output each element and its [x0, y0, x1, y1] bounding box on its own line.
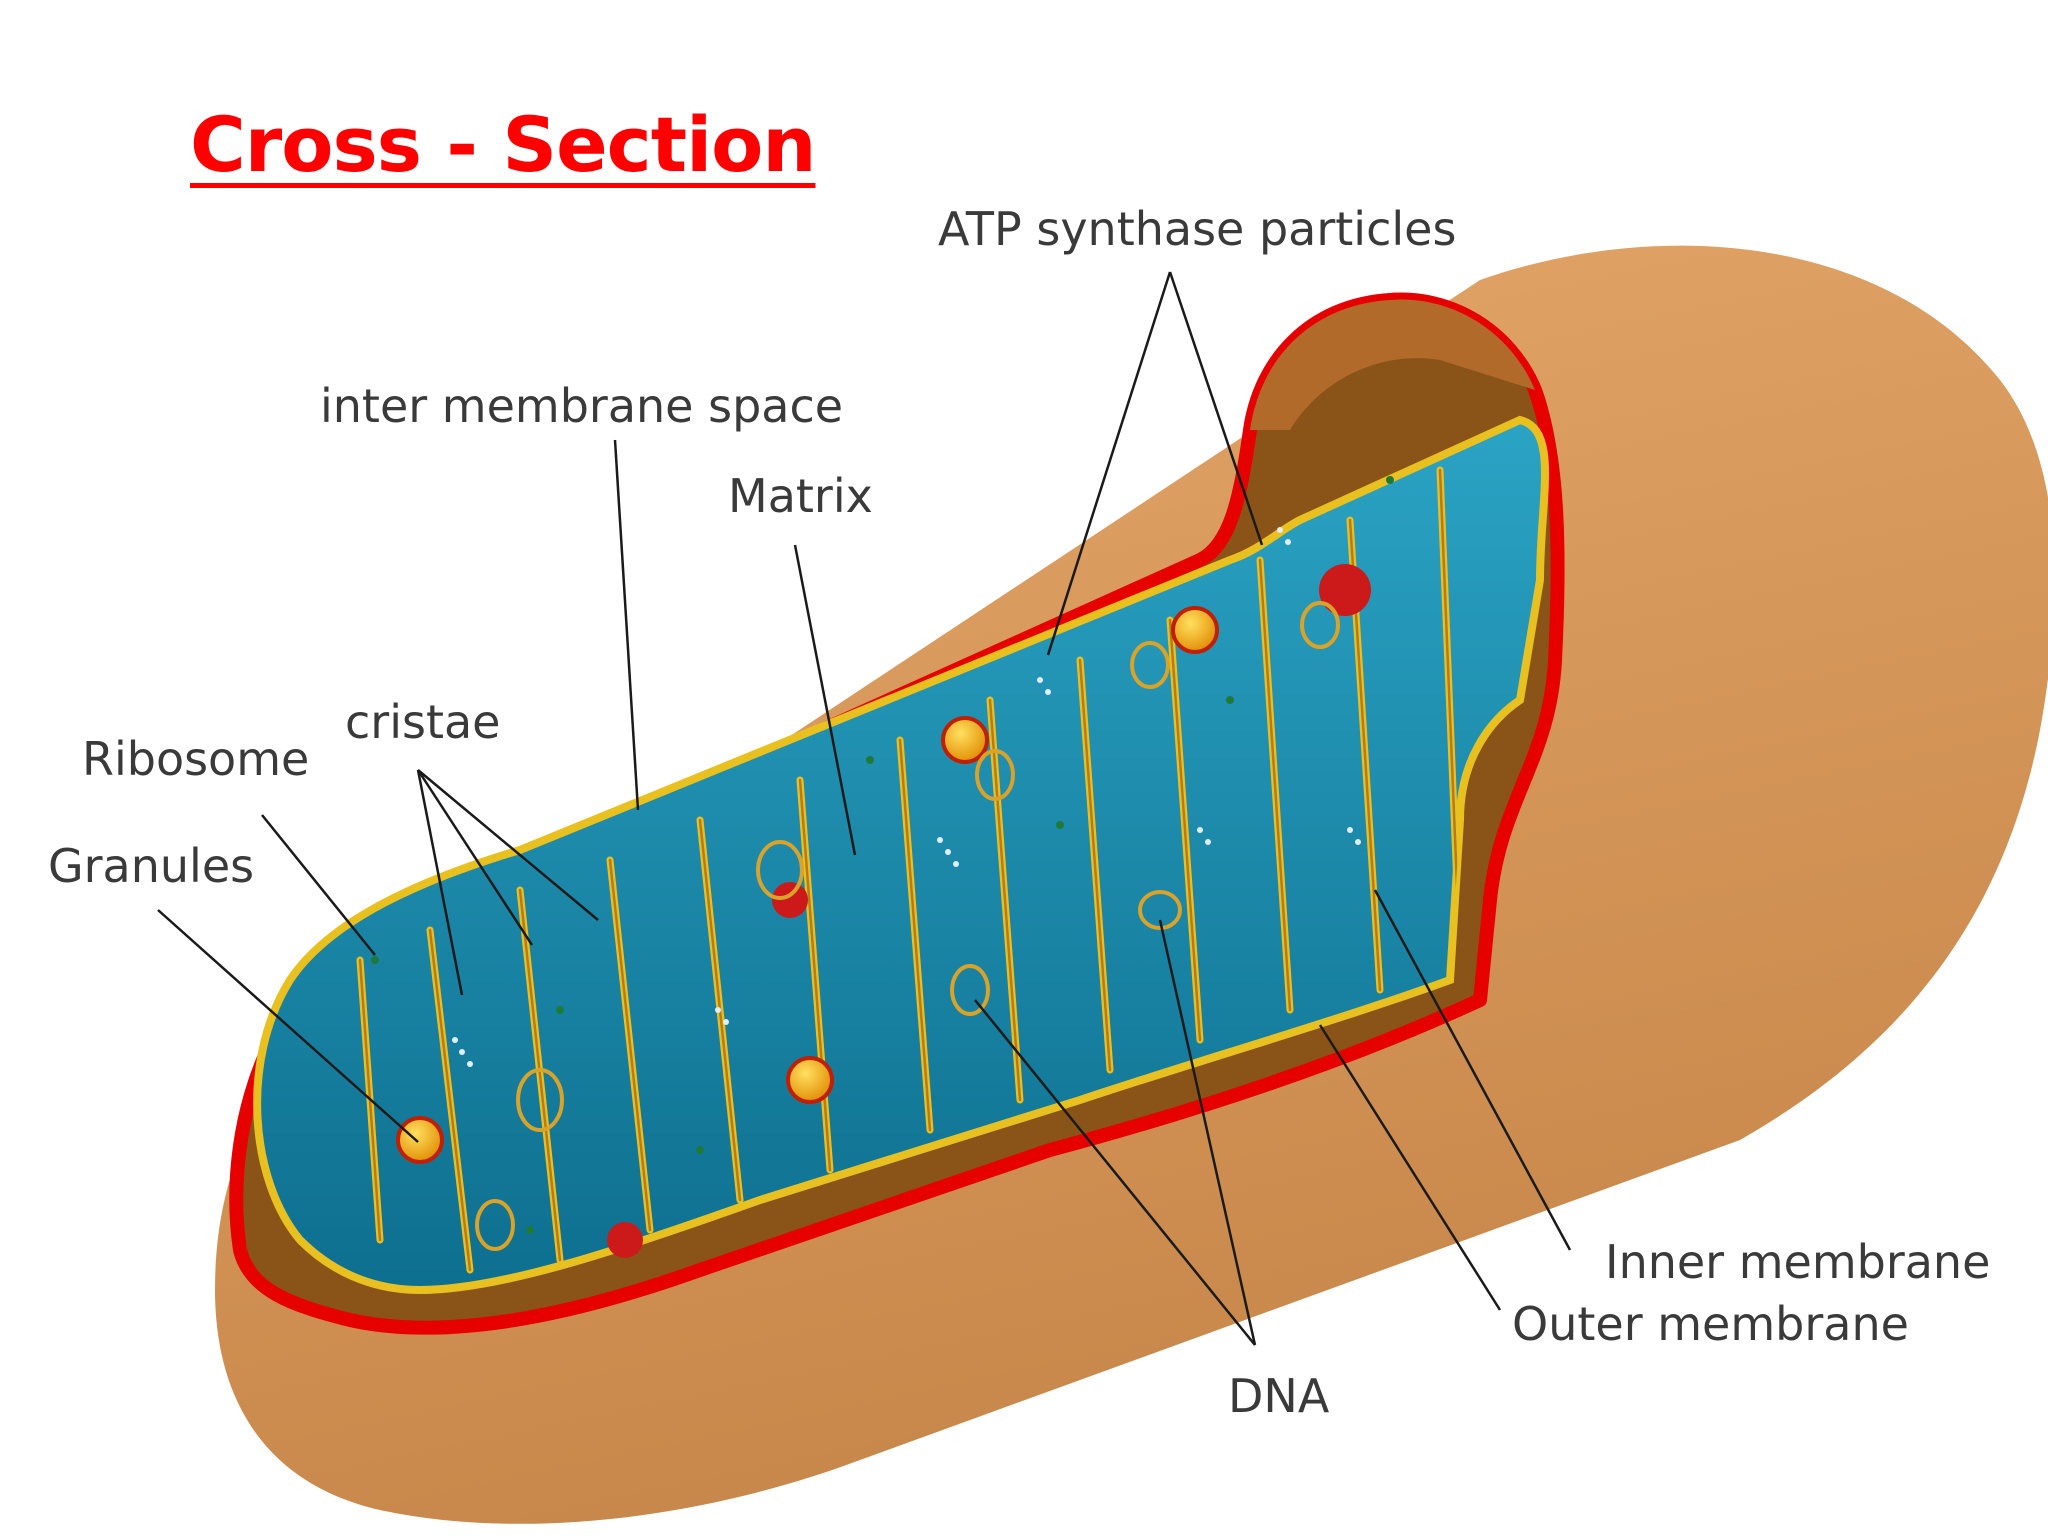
label-outer-membrane: Outer membrane	[1512, 1297, 1909, 1351]
leader-matrix	[793, 544, 857, 856]
leader-granules	[157, 909, 419, 1143]
dna-loops	[475, 601, 1340, 1251]
leader-cristae-3	[417, 769, 599, 921]
leader-intermembrane	[613, 439, 640, 811]
label-intermembrane-space: inter membrane space	[320, 379, 843, 433]
leader-inner-membrane	[1373, 889, 1572, 1251]
label-cristae: cristae	[345, 695, 500, 749]
leader-cristae-1	[416, 769, 464, 996]
labels: ATP synthase particles inter membrane sp…	[48, 202, 1990, 1423]
label-matrix: Matrix	[728, 469, 873, 523]
label-atp-synthase: ATP synthase particles	[938, 202, 1456, 256]
leader-outer-membrane	[1318, 1024, 1502, 1311]
leader-atp-1	[1046, 271, 1172, 656]
label-dna: DNA	[1228, 1369, 1330, 1423]
leader-lines	[157, 271, 1572, 1346]
atp-synthase-dots	[452, 527, 1361, 1067]
leader-dna-2	[1158, 919, 1257, 1346]
granules	[396, 564, 1371, 1258]
leader-ribosome	[261, 814, 376, 956]
matrix-region	[253, 415, 1549, 1295]
slide-title: Cross - Section	[190, 100, 816, 189]
label-granules: Granules	[48, 839, 254, 893]
leader-dna-1	[974, 999, 1256, 1346]
ribosomes	[371, 476, 1394, 1234]
label-ribosome: Ribosome	[82, 732, 309, 786]
leader-cristae-2	[416, 769, 534, 946]
label-inner-membrane: Inner membrane	[1605, 1235, 1990, 1289]
leader-atp-2	[1168, 271, 1264, 546]
